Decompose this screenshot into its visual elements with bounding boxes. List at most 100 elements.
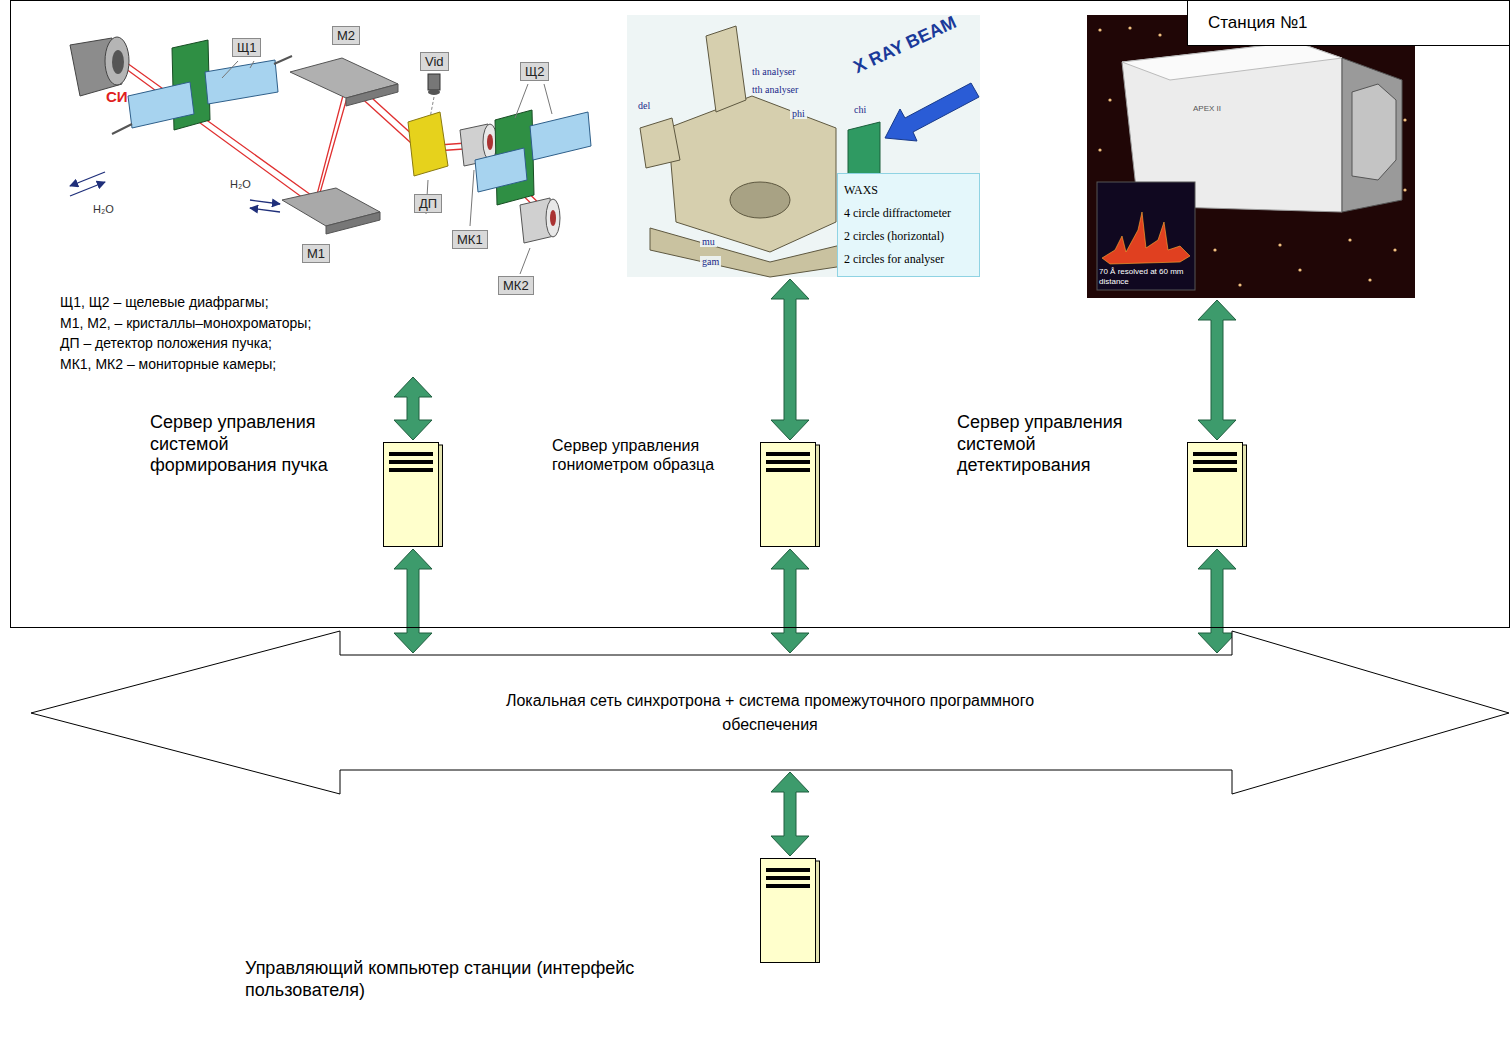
coolant-label: H₂O — [93, 203, 114, 215]
abbreviation-line: М1, М2, – кристаллы–монохроматоры; — [60, 313, 311, 334]
axis-label: chi — [852, 104, 868, 115]
part-label-holder: МК1 — [452, 230, 488, 249]
server-case — [1188, 443, 1243, 547]
detector-photo — [1087, 15, 1415, 298]
server-label: Сервер управления системой детектировани… — [957, 412, 1157, 477]
monochromator-crystal — [326, 212, 380, 234]
leader-line — [515, 84, 528, 118]
goniometer-illustration — [706, 26, 746, 112]
detector-photo — [1102, 212, 1190, 264]
axis-label-holder: gam — [700, 256, 721, 267]
double-arrow-connector — [771, 549, 809, 653]
station-title: Станция №1 — [1208, 13, 1489, 33]
axis-label-holder: mu — [700, 236, 717, 247]
part-label: Vid — [420, 52, 449, 71]
part-label-holder: Щ2 — [520, 62, 549, 81]
leader-line — [222, 61, 552, 274]
part-label-holder: М2 — [332, 26, 360, 45]
server-drawing — [760, 442, 820, 547]
double-arrow-connector — [771, 772, 809, 856]
slit-diaphragm — [475, 110, 591, 205]
axis-label: del — [636, 100, 652, 111]
double-arrow-connector — [1198, 549, 1236, 653]
drive-bay — [766, 876, 810, 880]
abbreviation-list: Щ1, Щ2 – щелевые диафрагмы;М1, М2, – кри… — [60, 292, 311, 374]
part-label: Щ1 — [232, 38, 261, 57]
double-arrow-connector — [394, 377, 432, 440]
part-label-holder: М1 — [302, 244, 330, 263]
goniometer-illustration — [640, 118, 680, 168]
server-side — [816, 861, 820, 963]
axis-label: tth analyser — [750, 84, 800, 95]
coolant-arrows — [250, 208, 280, 212]
axis-label-holder: del — [636, 100, 652, 111]
double-arrow-connector — [394, 549, 432, 653]
drive-bay — [766, 884, 810, 888]
caption-line: 4 circle diffractometer — [844, 202, 973, 225]
beamline-illustration — [70, 37, 591, 274]
part-label: ДП — [414, 194, 442, 213]
slit-diaphragm — [530, 112, 591, 160]
model-label: APEX II — [1193, 104, 1221, 113]
drive-bay — [389, 468, 433, 472]
diffraction-spots — [1158, 33, 1161, 36]
network-band: Локальная сеть синхротрона + система про… — [30, 630, 1510, 795]
beam-position-detector — [408, 112, 448, 176]
server-label: Сервер управления системой формирования … — [150, 412, 350, 477]
goniometer-illustration — [627, 15, 980, 277]
beam-direction-label: X RAY BEAM — [850, 12, 960, 78]
diffraction-spots — [1393, 248, 1396, 251]
beamline-illustration-box: Щ1, Щ2 – щелевые диафрагмы;М1, М2, – кри… — [60, 15, 590, 375]
monochromator-crystal — [282, 58, 398, 234]
monitor-chamber — [546, 199, 560, 237]
leader-line — [222, 61, 238, 78]
server-caption: Управляющий компьютер станции (интерфейс… — [245, 958, 725, 1001]
server-drawing — [760, 858, 820, 963]
band-outline — [31, 631, 1509, 794]
slit-diaphragm — [274, 56, 292, 64]
network-label: Локальная сеть синхротрона + система про… — [490, 689, 1050, 737]
station-tab: Станция №1 — [1187, 1, 1509, 46]
server-case — [761, 859, 816, 963]
part-label: М2 — [332, 26, 360, 45]
drive-bay — [1193, 468, 1237, 472]
video-camera — [428, 74, 440, 90]
abbreviation-line: ДП – детектор положения пучка; — [60, 333, 311, 354]
coolant-arrows — [250, 200, 280, 204]
abbreviation-line: МК1, МК2 – мониторные камеры; — [60, 354, 311, 375]
goniometer-illustration — [885, 83, 979, 141]
axis-label: gam — [700, 256, 721, 267]
double-arrow-connector — [1198, 300, 1236, 440]
goniometer-illustration — [730, 182, 790, 218]
drive-bay — [766, 460, 810, 464]
diffraction-spots — [1098, 23, 1406, 286]
axis-label-holder: phi — [790, 108, 807, 119]
server-caption: Сервер управления гониометром образца — [552, 436, 717, 474]
detector-photo — [1342, 58, 1402, 212]
video-camera — [428, 74, 440, 118]
part-label-holder: ДП — [414, 194, 442, 213]
server-icon: Сервер управления системой формирования … — [383, 442, 443, 547]
double-arrow-band — [30, 630, 1510, 795]
caption-line: 2 circles for analyser — [844, 248, 973, 271]
diffraction-spots — [1128, 26, 1131, 29]
band-caption: Локальная сеть синхротрона + система про… — [490, 655, 1050, 770]
sr-source — [70, 37, 129, 96]
goniometer-illustration-box: WAXS4 circle diffractometer2 circles (ho… — [627, 15, 980, 277]
axis-label: mu — [700, 236, 717, 247]
server-caption: Сервер управления системой детектировани… — [957, 412, 1157, 477]
double-arrow-connector — [771, 279, 809, 440]
diffraction-spots — [1213, 248, 1216, 251]
diffraction-spots — [1348, 238, 1351, 241]
leader-line — [250, 61, 254, 68]
beam-label: СИ — [106, 88, 128, 105]
detector-illustration-box: 70 Å resolved at 60 mm distance — [1087, 15, 1415, 298]
server-drawing — [1187, 442, 1247, 547]
server-case — [384, 443, 439, 547]
model-label-holder: APEX II — [1193, 104, 1221, 113]
part-label: МК2 — [498, 276, 534, 295]
beam-direction-label-holder: X RAY BEAM — [850, 12, 960, 78]
server-side — [1243, 445, 1247, 547]
part-label: Щ2 — [520, 62, 549, 81]
